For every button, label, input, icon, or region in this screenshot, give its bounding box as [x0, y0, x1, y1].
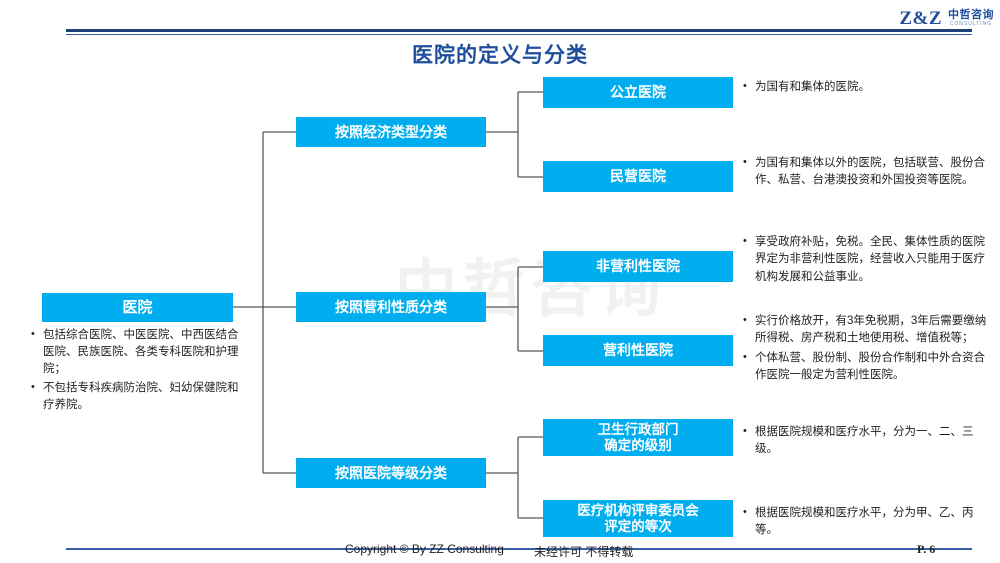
root-description: 包括综合医院、中医医院、中西医结合医院、民族医院、各类专科医院和护理院； 不包括… [30, 326, 248, 416]
footer-notice: 未经许可 不得转载 [534, 545, 634, 559]
page-title: 医院的定义与分类 [412, 44, 588, 67]
root-bullet: 不包括专科疾病防治院、妇幼保健院和疗养院。 [30, 379, 248, 414]
logo-name-en: CONSULTING [949, 20, 993, 27]
logo-mark: Z&Z [899, 7, 942, 29]
header-rule-bottom [66, 34, 972, 35]
leaf-label-line2: 确定的级别 [604, 437, 672, 453]
footer-rule [66, 548, 972, 550]
leaf-label-line2: 评定的等次 [604, 518, 672, 534]
root-bullet: 包括综合医院、中医医院、中西医结合医院、民族医院、各类专科医院和护理院； [30, 326, 248, 378]
footer-copyright: Copyright © By ZZ Consulting [345, 542, 504, 556]
logo-text: 中哲咨询 CONSULTING [948, 8, 994, 27]
node-root[interactable]: 医院 [42, 293, 233, 322]
company-logo: Z&Z 中哲咨询 CONSULTING [858, 6, 994, 30]
node-leaf-private-hospital[interactable]: 民营医院 [543, 161, 733, 192]
node-leaf-accreditation-committee-grade[interactable]: 医疗机构评审委员会 评定的等次 [543, 500, 733, 537]
node-leaf-forprofit-hospital[interactable]: 营利性医院 [543, 335, 733, 366]
node-leaf-public-hospital[interactable]: 公立医院 [543, 77, 733, 108]
leaf-bullet: 为国有和集体以外的医院，包括联营、股份合作、私营、台港澳投资和外国投资等医院。 [742, 154, 994, 190]
leaf-bullet: 实行价格放开，有3年免税期，3年后需要缴纳所得税、房产税和土地使用税、增值税等； [742, 312, 994, 348]
node-leaf-health-admin-level[interactable]: 卫生行政部门 确定的级别 [543, 419, 733, 456]
leaf-label-line1: 卫生行政部门 [597, 421, 679, 437]
node-leaf-nonprofit-hospital[interactable]: 非营利性医院 [543, 251, 733, 282]
leaf-description-private-hospital: 为国有和集体以外的医院，包括联营、股份合作、私营、台港澳投资和外国投资等医院。 [742, 154, 994, 192]
leaf-bullet: 根据医院规模和医疗水平，分为一、二、三级。 [742, 423, 994, 459]
leaf-description-forprofit-hospital: 实行价格放开，有3年免税期，3年后需要缴纳所得税、房产税和土地使用税、增值税等；… [742, 312, 994, 386]
footer-page-number: P. 6 [917, 542, 936, 556]
leaf-description-nonprofit-hospital: 享受政府补贴，免税。全民、集体性质的医院界定为非营利性医院，经营收入只能用于医疗… [742, 233, 994, 288]
leaf-label-line1: 医疗机构评审委员会 [577, 502, 699, 518]
node-branch-profit-nature[interactable]: 按照营利性质分类 [296, 292, 486, 322]
node-branch-hospital-grade[interactable]: 按照医院等级分类 [296, 458, 486, 488]
leaf-description-accreditation-committee-grade: 根据医院规模和医疗水平，分为甲、乙、丙等。 [742, 504, 994, 542]
node-branch-economic-type[interactable]: 按照经济类型分类 [296, 117, 486, 147]
logo-name-cn: 中哲咨询 [948, 8, 994, 21]
leaf-bullet: 个体私营、股份制、股份合作制和中外合资合作医院一般定为营利性医院。 [742, 349, 994, 385]
leaf-description-health-admin-level: 根据医院规模和医疗水平，分为一、二、三级。 [742, 423, 994, 461]
leaf-bullet: 为国有和集体的医院。 [742, 78, 994, 96]
leaf-description-public-hospital: 为国有和集体的医院。 [742, 78, 994, 98]
header-rule-top [66, 29, 972, 32]
leaf-bullet: 根据医院规模和医疗水平，分为甲、乙、丙等。 [742, 504, 994, 540]
leaf-bullet: 享受政府补贴，免税。全民、集体性质的医院界定为非营利性医院，经营收入只能用于医疗… [742, 233, 994, 286]
